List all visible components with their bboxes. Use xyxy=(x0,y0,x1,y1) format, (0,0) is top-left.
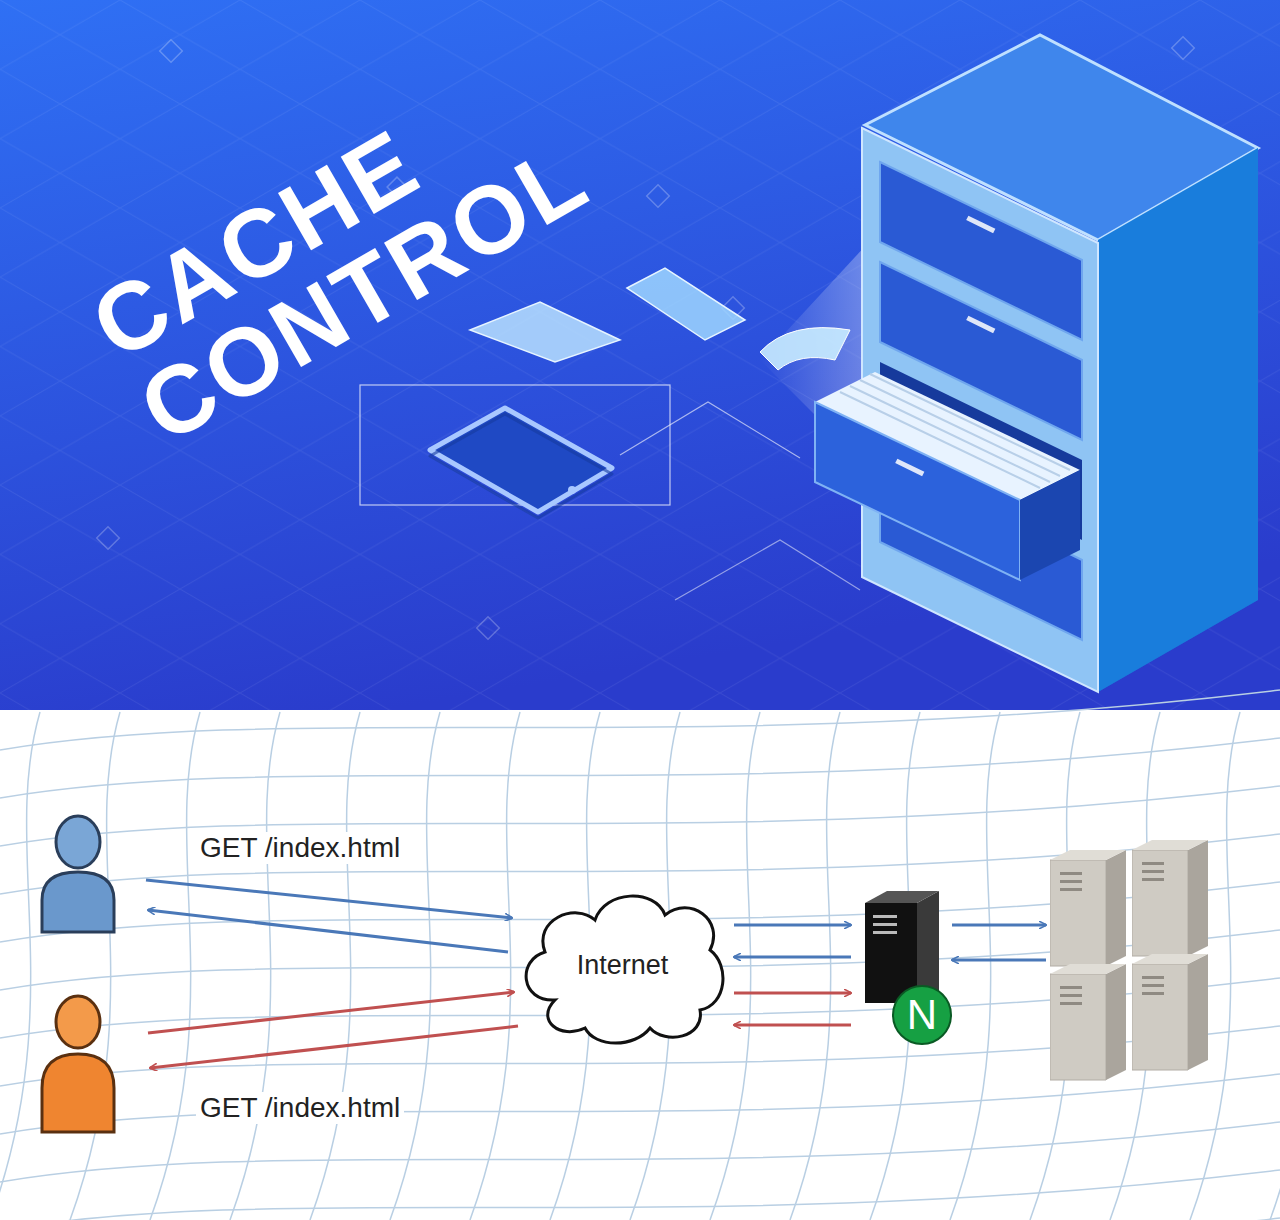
user-icon xyxy=(42,996,114,1132)
banner-title: CACHE CONTROL xyxy=(77,0,693,458)
request-arrow xyxy=(734,992,851,995)
badge-letter: N xyxy=(907,994,937,1036)
internet-cloud: Internet xyxy=(515,880,730,1050)
user-icon xyxy=(42,816,114,932)
cloud-label: Internet xyxy=(577,950,669,981)
request-label: GET /index.html xyxy=(196,1092,404,1124)
nginx-server: N xyxy=(855,885,965,1050)
server-rack xyxy=(1050,840,1208,1080)
request-label: GET /index.html xyxy=(196,832,404,864)
request-arrow xyxy=(734,924,851,927)
request-arrow xyxy=(734,956,851,959)
request-arrow xyxy=(734,1024,851,1027)
nginx-badge: N xyxy=(892,985,952,1045)
